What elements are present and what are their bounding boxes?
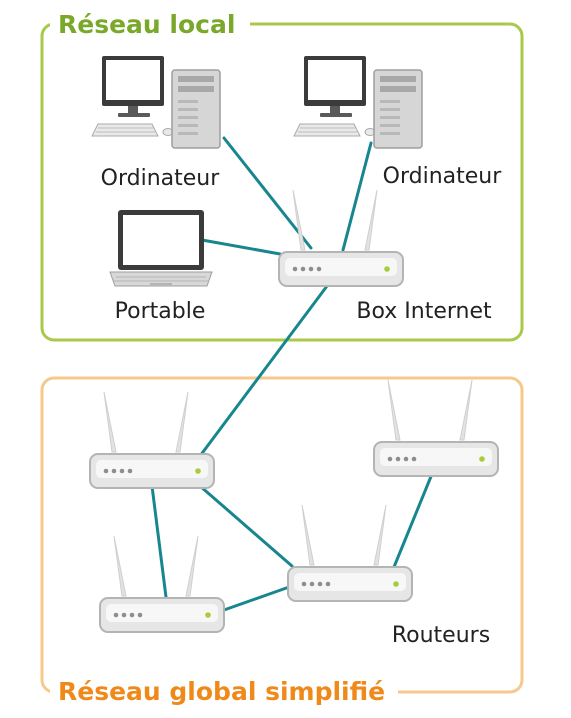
- router-icon: [278, 189, 404, 287]
- laptop-label: Portable: [115, 299, 206, 324]
- box-label: Box Internet: [356, 299, 492, 324]
- local-network-title: Réseau local: [58, 10, 235, 39]
- laptop-icon: [109, 210, 213, 287]
- link-box-router: [198, 284, 329, 458]
- link-router-a-d: [150, 484, 168, 599]
- global-network-title: Réseau global simplifié: [58, 677, 385, 706]
- link-computer2-box: [341, 141, 373, 252]
- link-router-c-b: [392, 472, 434, 569]
- routers-label: Routeurs: [392, 623, 490, 648]
- router-icon: [89, 391, 215, 489]
- desktop-computer-icon: [293, 55, 423, 149]
- link-laptop-box: [200, 238, 282, 256]
- router-icon: [99, 535, 225, 633]
- desktop-computer-icon: [91, 55, 221, 149]
- local-network-frame: [40, 22, 524, 342]
- link-router-d-c: [222, 584, 294, 612]
- router-icon: [373, 379, 499, 477]
- router-icon: [287, 504, 413, 602]
- link-router-a-c: [198, 484, 294, 568]
- link-computer1-box: [222, 136, 313, 250]
- computer-1-label: Ordinateur: [101, 166, 221, 191]
- computer-2-label: Ordinateur: [383, 164, 503, 189]
- network-links: [150, 136, 434, 612]
